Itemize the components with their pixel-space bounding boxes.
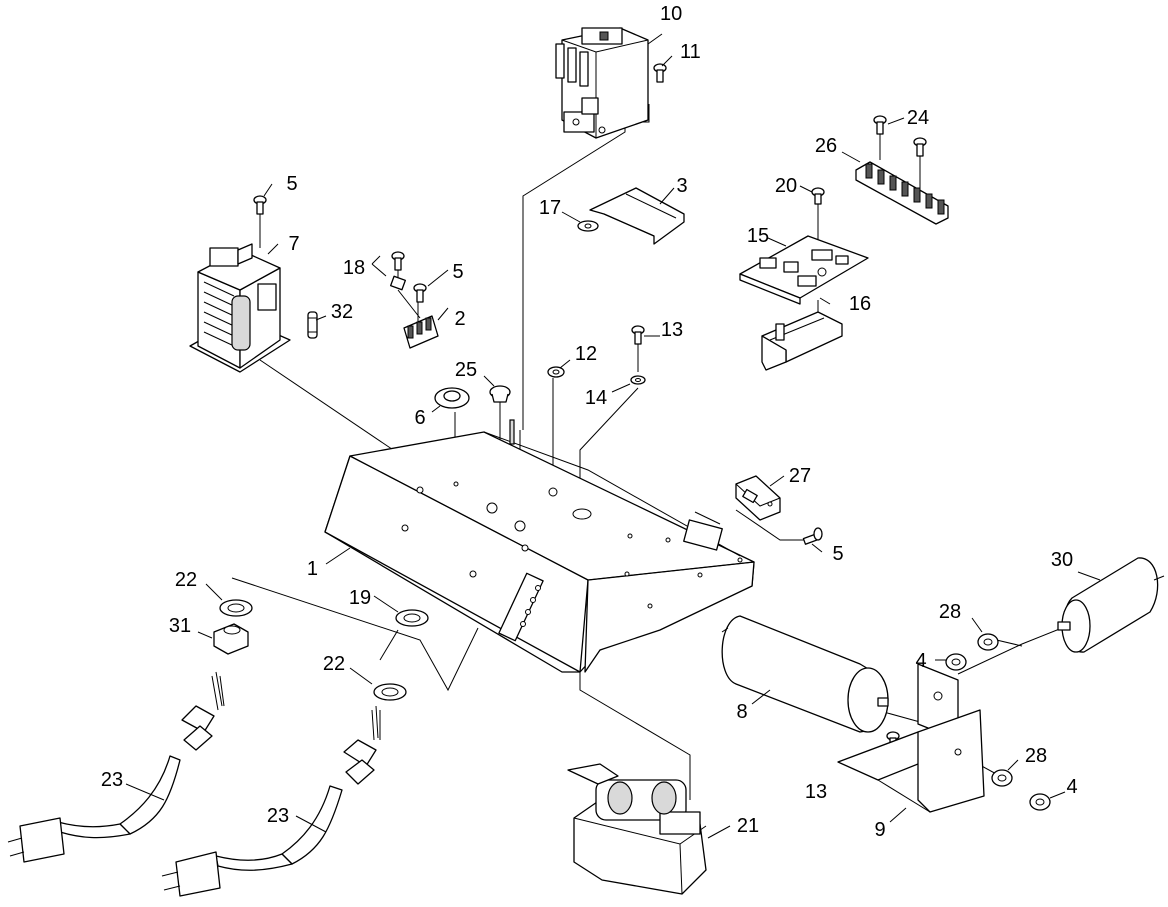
callout-9: 9 xyxy=(874,819,885,841)
plug-25 xyxy=(489,385,511,403)
strain-relief-nut-31 xyxy=(213,623,249,655)
callout-6: 6 xyxy=(414,407,425,429)
circuit-board-15 xyxy=(739,235,869,305)
callout-3: 3 xyxy=(676,175,687,197)
callout-30: 30 xyxy=(1051,549,1073,571)
callout-19: 19 xyxy=(349,587,371,609)
callout-28-lower: 28 xyxy=(1025,745,1047,767)
power-cord-left xyxy=(7,671,225,863)
chassis-led-row xyxy=(520,585,541,627)
callout-14: 14 xyxy=(585,387,607,409)
callout-23-right: 23 xyxy=(267,805,289,827)
callout-18: 18 xyxy=(343,257,365,279)
callout-ticks xyxy=(125,33,1101,839)
callout-11: 11 xyxy=(680,41,701,63)
callout-4-lower: 4 xyxy=(1066,776,1077,798)
callout-13-bracket: 13 xyxy=(805,781,827,803)
callout-8: 8 xyxy=(736,701,747,723)
capacitor-30 xyxy=(1057,557,1165,653)
screw-5-right xyxy=(802,527,823,545)
callout-31: 31 xyxy=(169,615,191,637)
callout-5-middle: 5 xyxy=(452,261,463,283)
callout-17: 17 xyxy=(539,197,561,219)
washers-nuts-top xyxy=(547,220,646,385)
fuse xyxy=(307,311,318,339)
callout-20: 20 xyxy=(775,175,797,197)
callout-13-top: 13 xyxy=(661,319,683,341)
callout-24: 24 xyxy=(907,107,929,129)
screw-5-middle xyxy=(413,283,427,303)
callout-26: 26 xyxy=(815,135,837,157)
callout-5-top-left: 5 xyxy=(286,173,297,195)
din-rail xyxy=(589,187,685,245)
callout-12: 12 xyxy=(575,343,597,365)
callout-23-left: 23 xyxy=(101,769,123,791)
callout-28-upper: 28 xyxy=(939,601,961,623)
callout-16: 16 xyxy=(849,293,871,315)
bracket-9 xyxy=(837,663,985,813)
transformer xyxy=(189,243,291,373)
grommet-6 xyxy=(434,387,470,409)
callout-labels: 1 2 3 4 4 5 5 5 6 7 8 9 10 11 12 13 13 1… xyxy=(101,3,1078,841)
callout-22-upper: 22 xyxy=(175,569,197,591)
screw-24-b xyxy=(913,137,927,157)
callout-7: 7 xyxy=(288,233,299,255)
callout-21: 21 xyxy=(737,815,759,837)
callout-27: 27 xyxy=(789,465,811,487)
callout-25: 25 xyxy=(455,359,477,381)
capacitor-8 xyxy=(721,615,889,733)
contactor xyxy=(555,27,649,139)
screw-13-top xyxy=(631,325,645,345)
callout-4-upper: 4 xyxy=(915,650,926,672)
screw-11 xyxy=(653,63,667,83)
callout-2: 2 xyxy=(454,308,465,330)
screws xyxy=(253,63,927,751)
callout-22-lower: 22 xyxy=(323,653,345,675)
board-holder-16 xyxy=(761,311,843,371)
receptacle-27 xyxy=(735,475,781,521)
callout-15: 15 xyxy=(747,225,769,247)
terminal-block-26 xyxy=(855,161,949,225)
washers-cord xyxy=(219,599,429,701)
callout-1: 1 xyxy=(307,558,318,580)
chassis-plate xyxy=(324,419,755,673)
nuts-washers-capacitor xyxy=(945,633,1051,811)
callout-10: 10 xyxy=(660,3,682,25)
motor-21 xyxy=(567,763,707,895)
screw-18 xyxy=(391,251,405,271)
terminal-strip-2 xyxy=(390,275,439,349)
screw-20 xyxy=(811,187,825,205)
screw-24-a xyxy=(873,115,887,135)
screw-5-top-left xyxy=(253,195,267,215)
callout-32: 32 xyxy=(331,301,353,323)
callout-5-right: 5 xyxy=(832,543,843,565)
